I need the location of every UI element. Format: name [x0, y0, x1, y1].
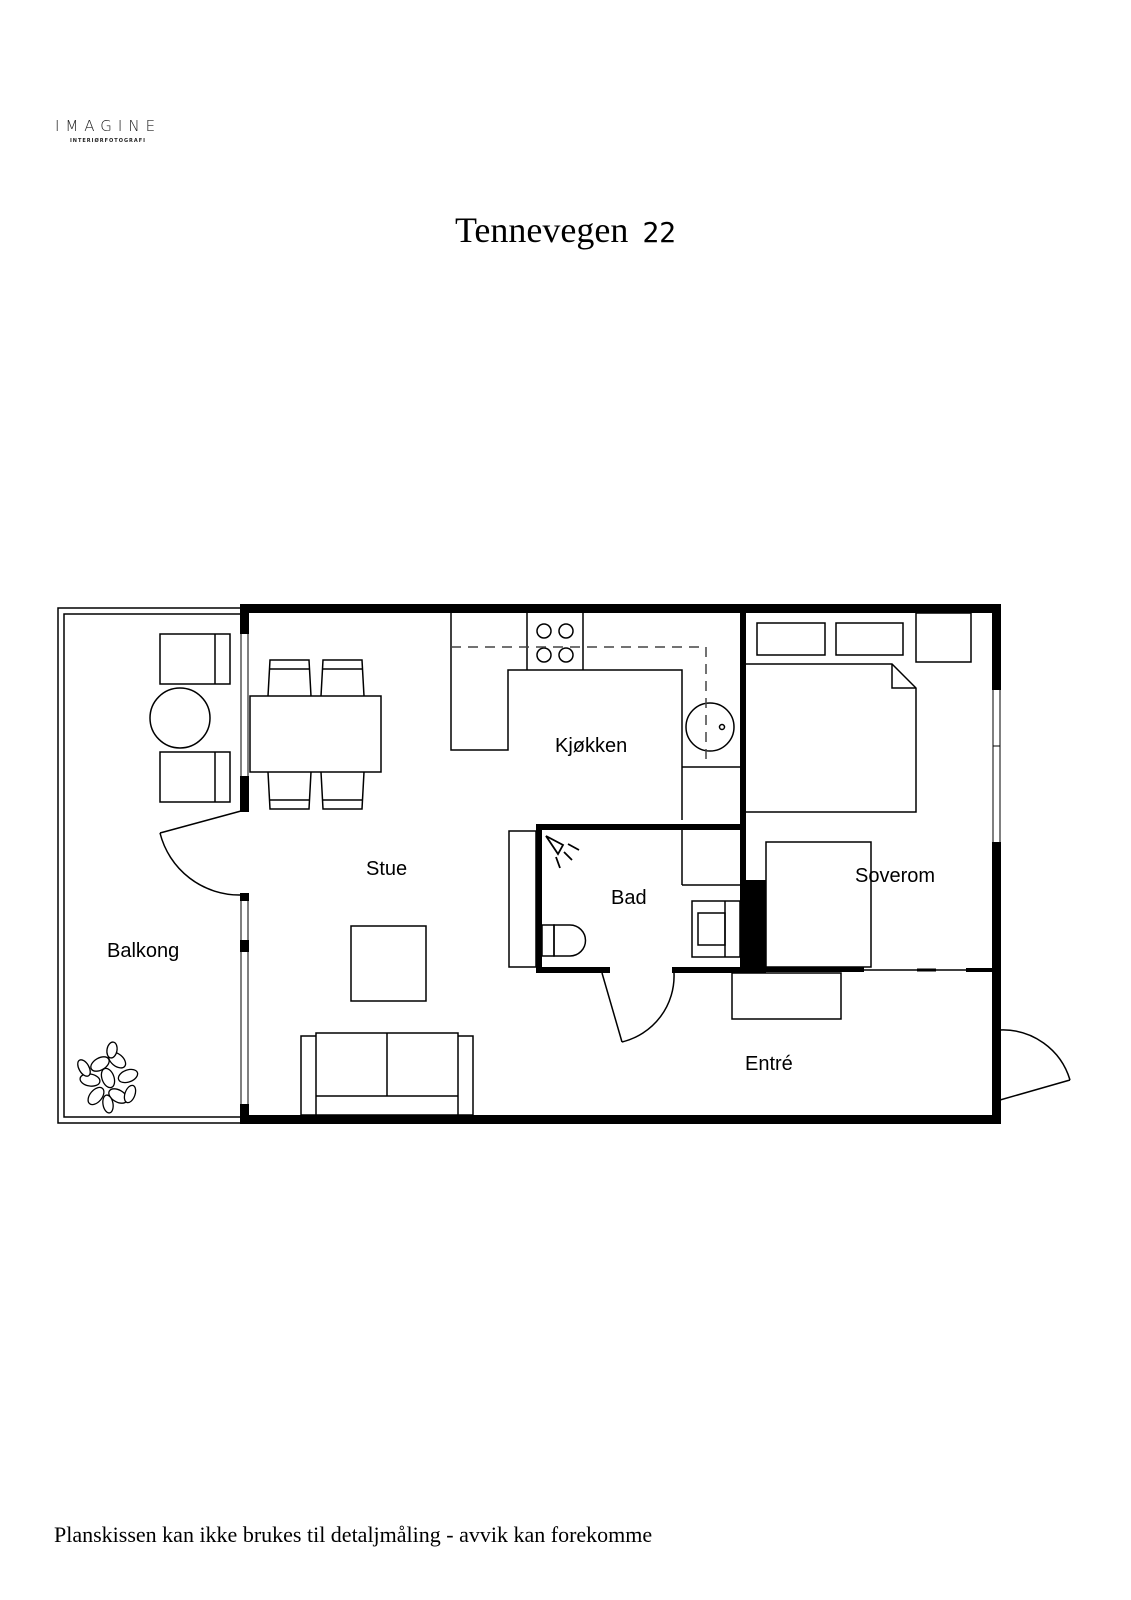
room-label-bad: Bad	[611, 887, 647, 909]
living-furniture	[300, 925, 474, 1116]
bathroom-fixtures	[508, 830, 741, 968]
plant-icon	[77, 1041, 139, 1114]
logo-tagline: INTERIØRFOTOGRAFI	[69, 138, 147, 144]
entry-cabinet	[731, 972, 842, 1020]
kitchen-counters	[450, 613, 740, 820]
room-label-stue: Stue	[366, 858, 408, 880]
entry-door	[999, 1029, 1071, 1101]
balcony-railing	[57, 607, 241, 1124]
windows	[240, 634, 1001, 1104]
interior-walls	[536, 604, 994, 973]
balcony-door	[159, 810, 242, 896]
exterior-walls	[240, 604, 1001, 1124]
disclaimer: Planskissen kan ikke brukes til detaljmå…	[54, 1522, 653, 1547]
bathroom-door	[601, 972, 675, 1043]
bedroom-furniture	[746, 612, 972, 968]
balcony-furniture	[149, 633, 231, 803]
street-name: Tennevegen	[454, 210, 629, 250]
room-label-balkong: Balkong	[107, 940, 180, 962]
room-label-soverom: Soverom	[855, 865, 936, 887]
shower-icon	[545, 835, 580, 869]
room-label-entre: Entré	[745, 1053, 793, 1075]
logo-wordmark: IMAGINE	[54, 117, 162, 135]
room-label-kjokken: Kjøkken	[555, 735, 628, 757]
dining-set	[249, 659, 382, 810]
logo: IMAGINE INTERIØRFOTOGRAFI	[52, 118, 164, 144]
page-title: Tennevegen 22	[0, 208, 1131, 255]
street-number: 22	[642, 216, 677, 249]
